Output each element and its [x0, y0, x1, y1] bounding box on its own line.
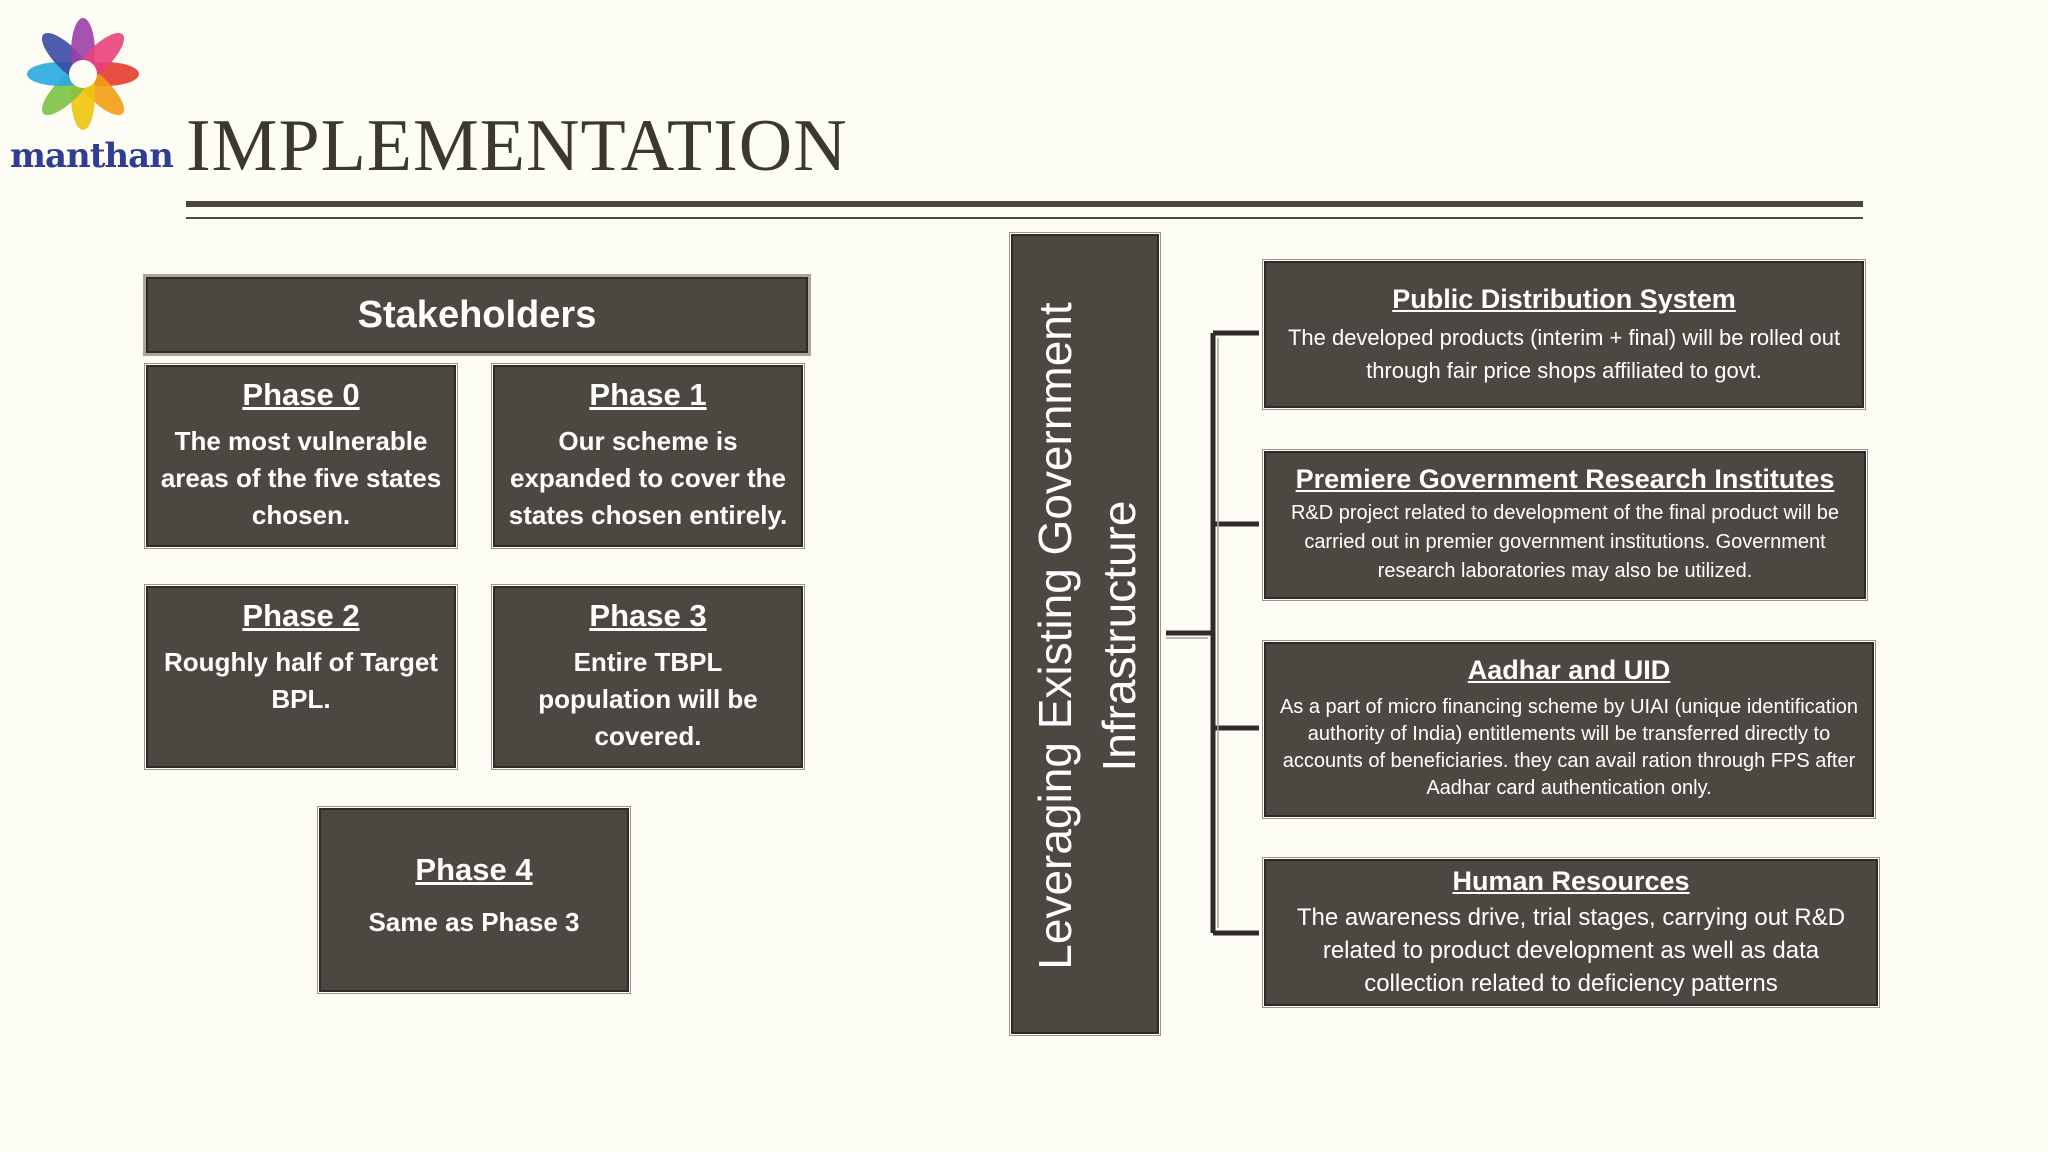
info-title: Public Distribution System: [1392, 284, 1736, 314]
info-title: Human Resources: [1452, 866, 1690, 896]
info-text: As a part of micro financing scheme by U…: [1279, 696, 1859, 799]
infrastructure-bar: Leveraging Existing Government Infrastru…: [1009, 232, 1161, 1036]
manthan-logo: manthan: [10, 12, 174, 177]
logo-wordmark: manthan: [10, 136, 174, 176]
info-box-pds: Public Distribution System The developed…: [1262, 259, 1866, 410]
phase-title: Phase 1: [589, 377, 707, 412]
phase-text: Same as Phase 3: [368, 907, 580, 937]
info-text: The developed products (interim + final)…: [1287, 325, 1841, 383]
logo-swirl-icon: [27, 18, 139, 130]
info-text: The awareness drive, trial stages, carry…: [1296, 904, 1846, 997]
info-title: Premiere Government Research Institutes: [1295, 464, 1835, 494]
info-box-aadhar: Aadhar and UID As a part of micro financ…: [1262, 640, 1876, 819]
page-title: IMPLEMENTATION: [186, 105, 848, 187]
stakeholders-heading: Stakeholders: [143, 274, 811, 356]
info-text: R&D project related to development of th…: [1290, 502, 1840, 582]
phase-text: Entire TBPL population will be covered.: [538, 647, 758, 751]
phase-0-box: Phase 0 The most vulnerable areas of the…: [144, 363, 458, 549]
title-rule-thin: [186, 217, 1863, 219]
phase-title: Phase 3: [589, 598, 707, 633]
phase-3-box: Phase 3 Entire TBPL population will be c…: [491, 584, 805, 770]
phase-text: Roughly half of Target BPL.: [164, 647, 438, 714]
phase-4-box: Phase 4 Same as Phase 3: [317, 806, 631, 994]
phase-title: Phase 0: [242, 377, 360, 412]
phase-text: The most vulnerable areas of the five st…: [160, 426, 442, 530]
phase-2-box: Phase 2 Roughly half of Target BPL.: [144, 584, 458, 770]
phase-text: Our scheme is expanded to cover the stat…: [508, 426, 788, 530]
phase-title: Phase 2: [242, 598, 360, 633]
info-box-human-resources: Human Resources The awareness drive, tri…: [1262, 857, 1880, 1008]
phase-title: Phase 4: [415, 852, 533, 887]
phase-1-box: Phase 1 Our scheme is expanded to cover …: [491, 363, 805, 549]
info-title: Aadhar and UID: [1467, 655, 1671, 685]
title-rule-thick: [186, 201, 1863, 207]
info-box-research: Premiere Government Research Institutes …: [1262, 449, 1868, 601]
